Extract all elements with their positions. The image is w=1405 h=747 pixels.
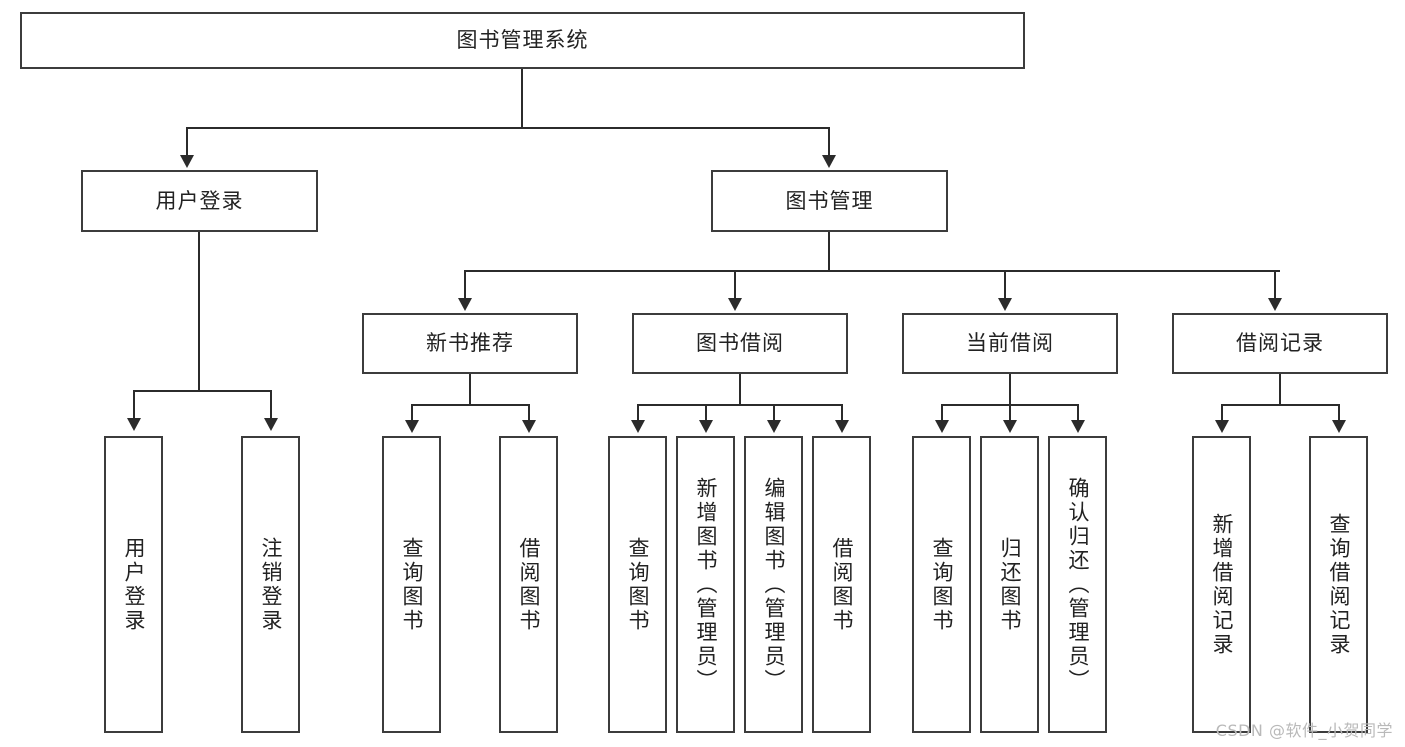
arrowhead-level3-0 xyxy=(458,298,472,311)
node-label: 图书管理系统 xyxy=(456,28,589,52)
node-book-borrow[interactable]: 图书借阅 xyxy=(632,313,848,374)
connector-level2-drop-1 xyxy=(828,127,830,157)
leaf-bookborrow-add-book[interactable]: 新增图书（管理员） xyxy=(676,436,735,733)
arrowhead-level3-2 xyxy=(998,298,1012,311)
connector-level3-drop-3 xyxy=(1274,270,1276,300)
connector-bookborrow-drop-2 xyxy=(773,404,775,422)
connector-bookborrow-bus xyxy=(637,404,841,406)
watermark-text: CSDN @软件_小贺同学 xyxy=(1215,721,1393,740)
connector-bookborrow-drop-0 xyxy=(637,404,639,422)
connector-userlogin-drop-1 xyxy=(270,390,272,420)
connector-level3-drop-0 xyxy=(464,270,466,300)
connector-currentborrow-drop-0 xyxy=(941,404,943,422)
connector-currentborrow-stem xyxy=(1009,374,1011,406)
connector-level3-drop-2 xyxy=(1004,270,1006,300)
node-label: 借阅记录 xyxy=(1236,331,1324,355)
connector-userlogin-stem xyxy=(198,232,200,392)
node-book-management[interactable]: 图书管理 xyxy=(711,170,948,232)
leaf-bookborrow-borrow-book[interactable]: 借阅图书 xyxy=(812,436,871,733)
connector-borrowrecord-drop-1 xyxy=(1338,404,1340,422)
connector-userlogin-drop-0 xyxy=(133,390,135,420)
arrowhead-bookborrow-1 xyxy=(699,420,713,433)
node-label: 借阅图书 xyxy=(830,536,854,633)
leaf-borrowrecord-query-record[interactable]: 查询借阅记录 xyxy=(1309,436,1368,733)
connector-userlogin-bus xyxy=(133,390,272,392)
connector-bookborrow-stem xyxy=(739,374,741,406)
leaf-user-login[interactable]: 用户登录 xyxy=(104,436,163,733)
node-label: 新书推荐 xyxy=(426,331,514,355)
arrowhead-userlogin-0 xyxy=(127,418,141,431)
arrowhead-level3-1 xyxy=(728,298,742,311)
node-label: 注销登录 xyxy=(259,536,283,633)
leaf-currentborrow-confirm-return[interactable]: 确认归还（管理员） xyxy=(1048,436,1107,733)
connector-newbook-bus xyxy=(411,404,528,406)
arrowhead-currentborrow-2 xyxy=(1071,420,1085,433)
connector-bookborrow-drop-3 xyxy=(841,404,843,422)
connector-level2-bus xyxy=(186,127,830,129)
node-label: 用户登录 xyxy=(155,188,244,213)
node-label: 新增借阅记录 xyxy=(1210,512,1234,657)
node-label: 图书管理 xyxy=(785,188,874,213)
connector-borrowrecord-drop-0 xyxy=(1221,404,1223,422)
connector-newbook-stem xyxy=(469,374,471,406)
arrowhead-newbook-1 xyxy=(522,420,536,433)
node-label: 查询图书 xyxy=(626,536,650,633)
arrowhead-borrowrecord-0 xyxy=(1215,420,1229,433)
arrowhead-userlogin-1 xyxy=(264,418,278,431)
arrowhead-level3-3 xyxy=(1268,298,1282,311)
leaf-newbook-borrow-book[interactable]: 借阅图书 xyxy=(499,436,558,733)
node-borrow-record[interactable]: 借阅记录 xyxy=(1172,313,1388,374)
connector-borrowrecord-stem xyxy=(1279,374,1281,406)
connector-newbook-drop-0 xyxy=(411,404,413,422)
node-label: 新增图书（管理员） xyxy=(694,476,718,693)
leaf-bookborrow-edit-book[interactable]: 编辑图书（管理员） xyxy=(744,436,803,733)
node-user-login[interactable]: 用户登录 xyxy=(81,170,318,232)
connector-newbook-drop-1 xyxy=(528,404,530,422)
node-label: 归还图书 xyxy=(998,536,1022,633)
connector-bookmgmt-stem xyxy=(828,232,830,272)
node-label: 用户登录 xyxy=(122,536,146,633)
arrowhead-currentborrow-0 xyxy=(935,420,949,433)
connector-level2-drop-0 xyxy=(186,127,188,157)
connector-currentborrow-drop-1 xyxy=(1009,404,1011,422)
connector-level3-bus xyxy=(464,270,1280,272)
leaf-currentborrow-query-book[interactable]: 查询图书 xyxy=(912,436,971,733)
arrowhead-level2-1 xyxy=(822,155,836,168)
connector-root-stem xyxy=(521,69,523,127)
node-label: 编辑图书（管理员） xyxy=(762,476,786,693)
arrowhead-bookborrow-3 xyxy=(835,420,849,433)
arrowhead-currentborrow-1 xyxy=(1003,420,1017,433)
node-current-borrow[interactable]: 当前借阅 xyxy=(902,313,1118,374)
node-label: 查询借阅记录 xyxy=(1327,512,1351,657)
node-root-system[interactable]: 图书管理系统 xyxy=(20,12,1025,69)
node-label: 查询图书 xyxy=(400,536,424,633)
connector-borrowrecord-bus xyxy=(1221,404,1338,406)
connector-currentborrow-drop-2 xyxy=(1077,404,1079,422)
arrowhead-level2-0 xyxy=(180,155,194,168)
leaf-currentborrow-return-book[interactable]: 归还图书 xyxy=(980,436,1039,733)
connector-bookborrow-drop-1 xyxy=(705,404,707,422)
leaf-newbook-query-book[interactable]: 查询图书 xyxy=(382,436,441,733)
arrowhead-bookborrow-2 xyxy=(767,420,781,433)
arrowhead-borrowrecord-1 xyxy=(1332,420,1346,433)
node-label: 借阅图书 xyxy=(517,536,541,633)
leaf-borrowrecord-add-record[interactable]: 新增借阅记录 xyxy=(1192,436,1251,733)
node-label: 查询图书 xyxy=(930,536,954,633)
node-label: 确认归还（管理员） xyxy=(1066,476,1090,693)
node-new-book-recommend[interactable]: 新书推荐 xyxy=(362,313,578,374)
node-label: 当前借阅 xyxy=(966,331,1054,355)
leaf-user-logout[interactable]: 注销登录 xyxy=(241,436,300,733)
node-label: 图书借阅 xyxy=(696,331,784,355)
arrowhead-newbook-0 xyxy=(405,420,419,433)
leaf-bookborrow-query-book[interactable]: 查询图书 xyxy=(608,436,667,733)
arrowhead-bookborrow-0 xyxy=(631,420,645,433)
connector-level3-drop-1 xyxy=(734,270,736,300)
